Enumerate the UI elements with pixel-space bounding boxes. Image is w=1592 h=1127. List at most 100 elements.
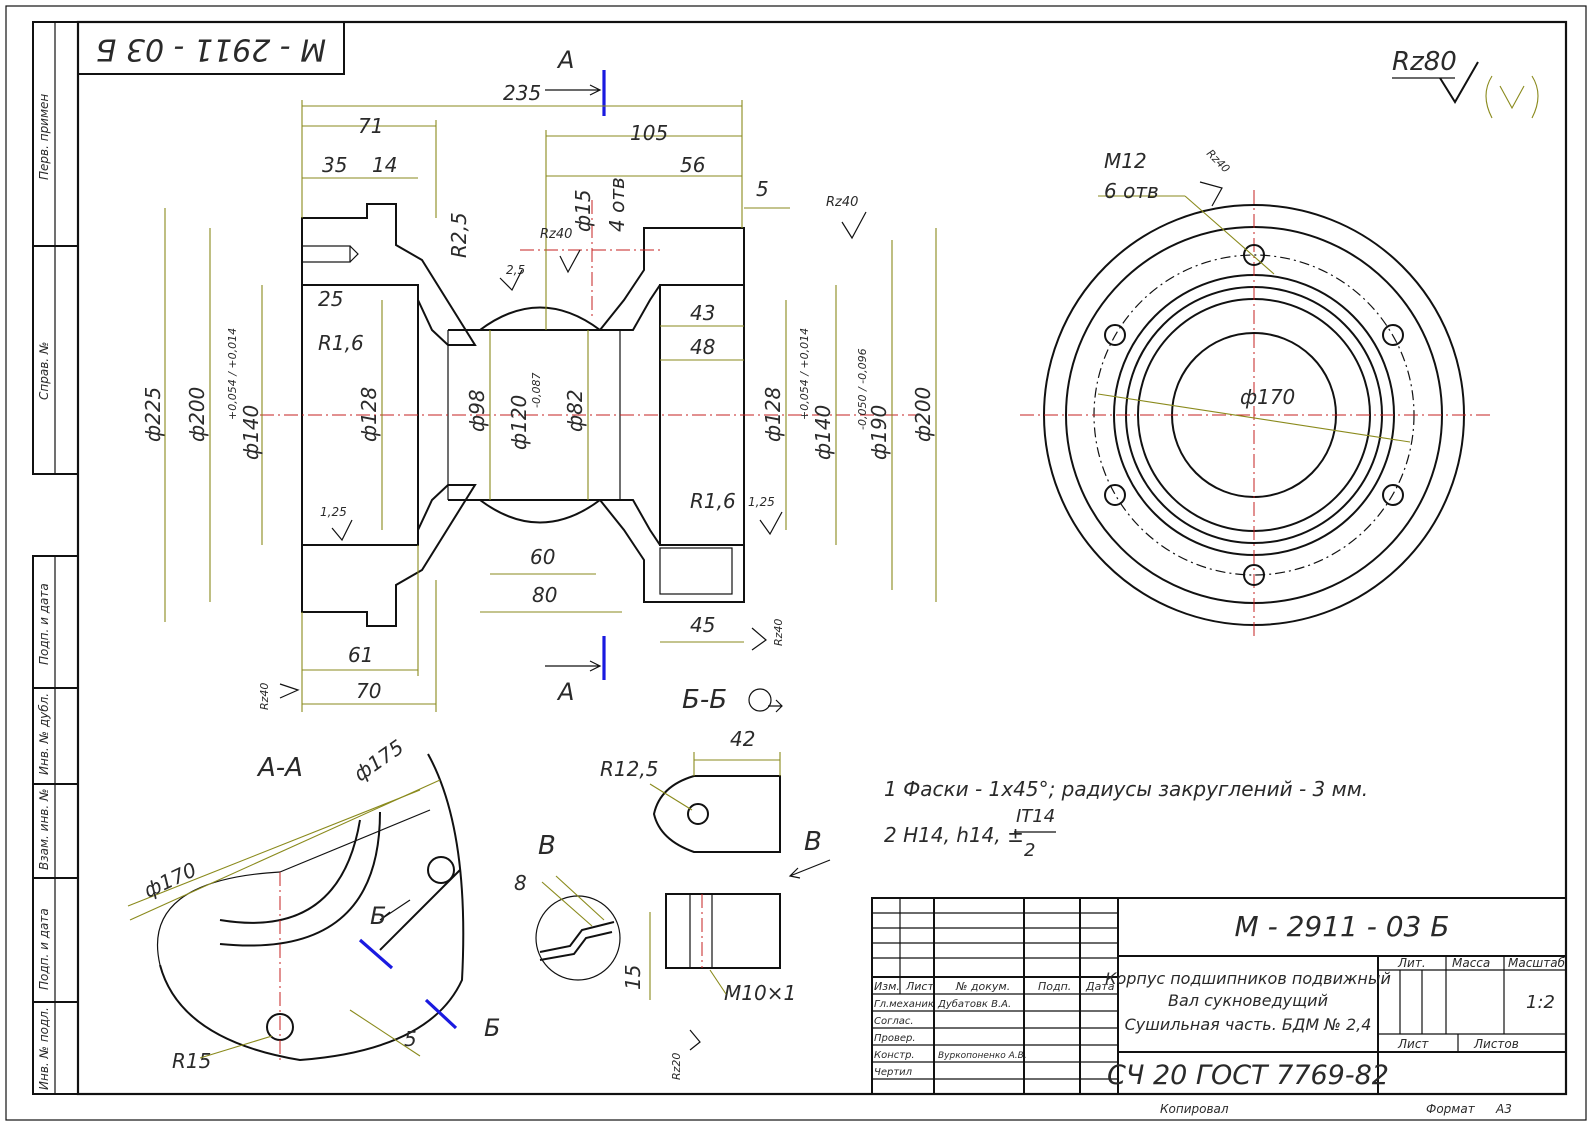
dim-80: 80 [532, 583, 557, 607]
dim-48: 48 [690, 335, 715, 359]
tb-format-value: А3 [1495, 1102, 1512, 1116]
section-b-mark-1: Б [370, 902, 386, 930]
main-view: А А 235 71 105 35 14 56 5 ф15 4 отв R2,5… [141, 46, 937, 712]
side-label-perv: Перв. примен [37, 94, 51, 180]
dim-d190: ф190 [867, 405, 891, 460]
ra25: 2,5 [506, 263, 525, 277]
dim-r16a: R1,6 [318, 331, 364, 355]
rz40-c: Rz40 [258, 683, 271, 710]
dim-d98: ф98 [465, 389, 489, 432]
tb-col-list: Лист [905, 980, 934, 993]
dim-14: 14 [372, 153, 397, 177]
side-label-vzam: Взам. инв. № [37, 789, 51, 870]
tol-140a: +0,054 / +0,014 [226, 328, 239, 420]
tb-name-line1: Корпус подшипников подвижный [1105, 969, 1391, 988]
dim-d140b: ф140 [811, 405, 835, 460]
rz40-d: Rz40 [772, 619, 785, 646]
tb-lit: Лит. [1397, 956, 1426, 970]
note-2-prefix: 2 H14, h14, ± [884, 823, 1024, 847]
dim-35: 35 [322, 153, 347, 177]
side-label-sprav: Справ. № [37, 342, 51, 400]
dim-70: 70 [356, 679, 381, 703]
tol-190: -0,050 / -0,096 [856, 348, 869, 430]
tb-kopiroval: Копировал [1160, 1102, 1229, 1116]
end-view: ф170 M12 6 отв Rz40 [1020, 147, 1490, 640]
tb-role-1: Гл.механик [874, 999, 934, 1010]
section-a-top-label: А [556, 46, 574, 74]
tb-listov: Листов [1473, 1037, 1519, 1051]
dim-d82: ф82 [563, 389, 587, 432]
tb-col-date: Дата [1085, 980, 1115, 993]
dim-45: 45 [690, 613, 715, 637]
dim-d15: ф15 [571, 189, 595, 232]
ra125-a: 1,25 [320, 505, 347, 519]
general-roughness: Rz80 [1392, 47, 1539, 119]
dim-25: 25 [318, 287, 343, 311]
rz40-a: Rz40 [826, 195, 858, 210]
dim-235: 235 [503, 81, 541, 105]
dim-d140a: ф140 [239, 405, 263, 460]
tb-role-5: Чертил [874, 1067, 913, 1078]
dim-d200b: ф200 [911, 387, 935, 442]
side-label-dubl: Инв. № дубл. [37, 693, 51, 775]
outer-border [5, 5, 1587, 1121]
section-aa-d5: 5 [404, 1027, 417, 1051]
tb-role-2: Соглас. [874, 1016, 914, 1027]
tb-massa: Масса [1452, 956, 1490, 970]
section-bb-d42: 42 [730, 727, 755, 751]
tb-list: Лист [1397, 1037, 1429, 1051]
side-label-podp2: Подп. и дата [37, 908, 51, 990]
dim-r25: R2,5 [447, 212, 471, 258]
dim-43: 43 [690, 301, 715, 325]
section-a-bottom-label: А [556, 678, 574, 706]
section-b-mark-2: Б [484, 1014, 500, 1042]
dim-56: 56 [680, 153, 705, 177]
detail-thread: 15 M10×1 Rz20 [621, 893, 796, 1080]
section-aa: А-А ф175 ф170 R15 5 Б Б [127, 735, 500, 1073]
dim-60: 60 [530, 545, 555, 569]
dim-r16b: R1,6 [690, 489, 736, 513]
title-block: Изм. Лист № докум. Подп. Дата Гл.механик… [871, 897, 1567, 1116]
end-view-m12: M12 [1104, 149, 1147, 173]
tb-role-3: Провер. [874, 1033, 916, 1044]
tb-masshtab: Масштаб [1508, 956, 1566, 970]
note-2-num: IT14 [1016, 806, 1055, 827]
ra125-b: 1,25 [748, 495, 775, 509]
section-aa-r15: R15 [172, 1049, 211, 1073]
section-bb-r125: R12,5 [600, 757, 658, 781]
note-1: 1 Фаски - 1х45°; радиусы закруглений - 3… [884, 777, 1368, 801]
tb-col-doc: № докум. [955, 980, 1010, 993]
dim-71: 71 [358, 114, 383, 138]
tb-scale: 1:2 [1526, 992, 1555, 1013]
dim-61: 61 [348, 643, 373, 667]
notes: 1 Фаски - 1х45°; радиусы закруглений - 3… [884, 777, 1368, 861]
tb-name-1: Дубатовк В.А. [937, 998, 1011, 1010]
end-view-rz40: Rz40 [1204, 147, 1233, 176]
tb-name-line2: Вал сукноведущий [1168, 991, 1328, 1010]
tb-material: СЧ 20 ГОСТ 7769-82 [1107, 1060, 1389, 1091]
tb-code: М - 2911 - 03 Б [1235, 910, 1450, 943]
section-bb-title: Б-Б [682, 685, 727, 715]
dim-5: 5 [756, 177, 769, 201]
side-label-podp1: Подп. и дата [37, 583, 51, 665]
section-bb: Б-Б 42 R12,5 В [600, 685, 831, 879]
rz80-label: Rz80 [1392, 47, 1457, 77]
end-view-d170: ф170 [1240, 385, 1295, 409]
tb-col-izm: Изм. [874, 980, 900, 993]
dim-d120: ф120 [507, 395, 531, 450]
dim-105: 105 [630, 121, 668, 145]
view-v-mark: В [804, 827, 822, 857]
dim-d128a: ф128 [357, 387, 381, 442]
detail-v-title: В [538, 831, 556, 861]
rz40-b: Rz40 [540, 227, 572, 242]
side-label-podl: Инв. № подл. [37, 1007, 51, 1090]
tol-120: -0,087 [530, 373, 543, 408]
tb-role-4: Констр. [874, 1050, 915, 1061]
top-code-text: М - 2911 - 03 Б [96, 32, 326, 67]
note-2-den: 2 [1024, 840, 1035, 861]
detail-thread-rz20: Rz20 [670, 1053, 683, 1080]
tol-140b: +0,054 / +0,014 [798, 328, 811, 420]
dim-d225: ф225 [141, 387, 165, 442]
tb-format: Формат [1426, 1102, 1476, 1116]
